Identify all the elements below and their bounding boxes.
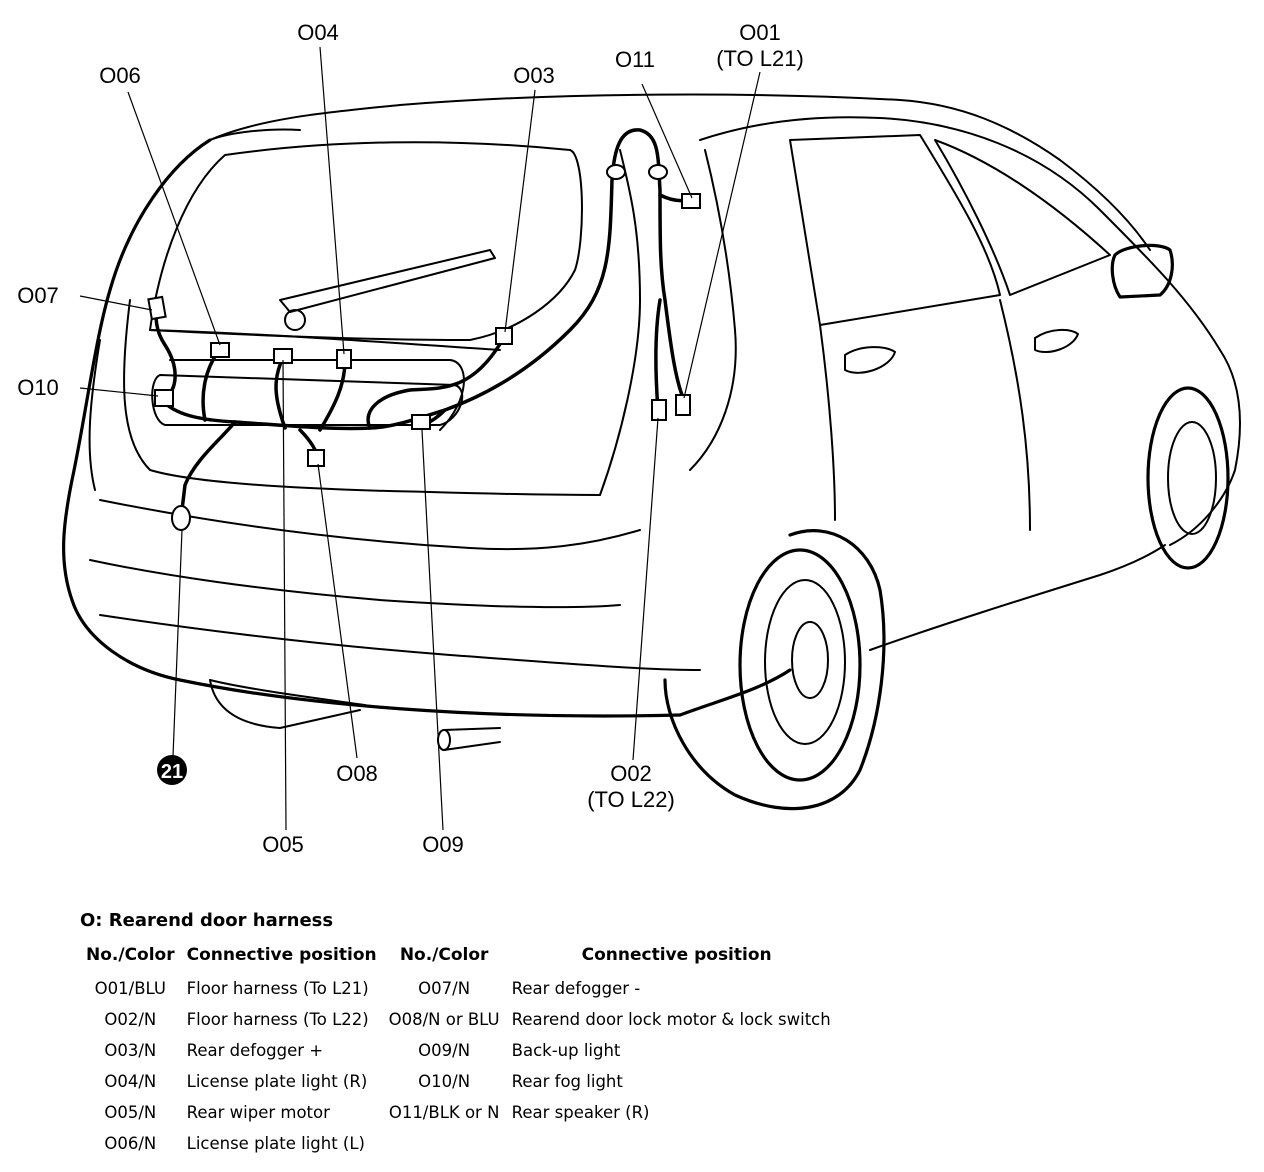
cell-no: O11/BLK or N [388,1103,500,1122]
header-position-1: Connective position [186,945,377,965]
callout-o02: O02 [610,761,652,786]
cell-position: License plate light (L) [186,1134,365,1153]
connector-o07 [147,295,167,321]
table-row: O04/N License plate light (R) O10/N Rear… [80,1066,848,1097]
legend-header-row: No./Color Connective position No./Color … [80,945,848,973]
table-row: O03/N Rear defogger + O09/N Back-up ligh… [80,1035,848,1066]
callout-o05: O05 [262,832,304,857]
cell-no: O10/N [418,1072,471,1091]
ground-terminal [171,505,191,531]
cell-no [383,1128,506,1159]
table-row: O01/BLU Floor harness (To L21) O07/N Rea… [80,973,848,1004]
legend-title: O: Rearend door harness [80,910,334,931]
cell-position [506,1128,848,1159]
cell-no: O07/N [418,979,471,998]
cell-position: Floor harness (To L21) [186,979,369,998]
connector-o08 [307,449,325,467]
ground-badge: 21 [157,755,187,785]
cell-no: O05/N [104,1103,157,1122]
cell-position: License plate light (R) [186,1072,368,1091]
table-row: O05/N Rear wiper motor O11/BLK or N Rear… [80,1097,848,1128]
cell-position: Floor harness (To L22) [186,1010,369,1029]
cell-position: Rear speaker (R) [511,1103,650,1122]
legend: O: Rearend door harness No./Color Connec… [80,910,980,1159]
header-position-2: Connective position [581,945,772,965]
cell-position: Back-up light [511,1041,621,1060]
connector-o10 [154,389,174,407]
callout-o09: O09 [422,832,464,857]
connectors [147,164,701,531]
cell-no: O04/N [104,1072,157,1091]
callout-o08: O08 [336,761,378,786]
callout-o03: O03 [513,63,555,88]
connector-o03 [495,327,513,345]
cell-position: Rear defogger - [511,979,641,998]
callout-o01: O01 [739,20,781,45]
ground-badge-label: 21 [161,761,183,783]
connector-o01 [675,394,691,416]
callout-o07: O07 [17,283,59,308]
callout-o06: O06 [99,63,141,88]
leader-lines [79,46,761,831]
callout-o11: O11 [615,47,655,72]
cell-no: O01/BLU [94,979,166,998]
callout-o10: O10 [17,375,59,400]
car-body [62,93,1241,811]
connector-o06 [210,342,230,358]
callout-o01-sub: (TO L21) [716,46,804,71]
cell-no: O08/N or BLU [388,1010,500,1029]
car-harness-diagram: O04 O06 O03 O11 O01 (TO L21) O07 O10 O08… [17,20,1241,857]
table-row: O02/N Floor harness (To L22) O08/N or BL… [80,1004,848,1035]
connector-o09 [411,414,431,430]
cell-no: O06/N [104,1134,157,1153]
connector-o02 [651,399,667,421]
cell-position: Rear wiper motor [186,1103,330,1122]
header-no-color-2: No./Color [399,945,489,965]
cell-position: Rear defogger + [186,1041,324,1060]
connector-o11 [681,193,701,209]
callout-o02-sub: (TO L22) [587,787,675,812]
cell-position: Rear fog light [511,1072,623,1091]
header-no-color-1: No./Color [86,945,175,965]
cell-position: Rearend door lock motor & lock switch [511,1010,831,1029]
table-row: O06/N License plate light (L) [80,1128,848,1159]
cell-no: O09/N [418,1041,471,1060]
cell-no: O03/N [104,1041,157,1060]
cell-no: O02/N [104,1010,157,1029]
callout-o04: O04 [297,20,339,45]
legend-table: No./Color Connective position No./Color … [80,945,848,1159]
